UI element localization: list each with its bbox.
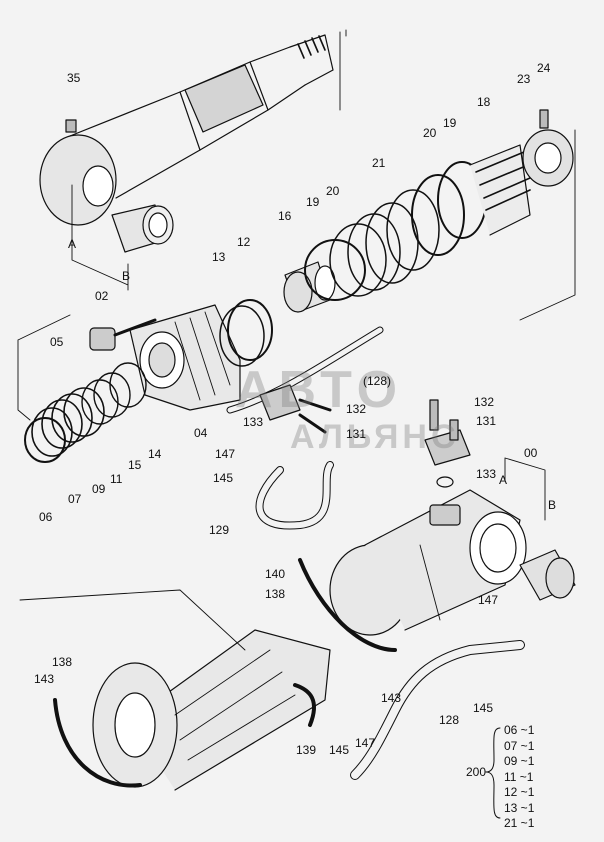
label-a: A [68, 237, 77, 251]
label-02: 02 [95, 289, 109, 303]
label-15: 15 [128, 458, 142, 472]
label-145b: 145 [473, 701, 494, 715]
cylinder-tube [329, 489, 527, 636]
fitting-block [259, 384, 471, 488]
kit-list: 06 ~1 07 ~1 09 ~1 11 ~1 12 ~1 13 ~1 21 ~… [504, 723, 534, 832]
label-20: 20 [326, 184, 340, 198]
kit-item: 21 ~1 [504, 816, 535, 830]
label-24: 24 [537, 61, 551, 75]
leader-left [17, 314, 71, 421]
label-133b: 133 [476, 467, 497, 481]
label-200: 200 [466, 765, 487, 779]
label-b2: B [548, 498, 557, 512]
label-129: 129 [209, 523, 230, 537]
label-09: 09 [92, 482, 106, 496]
label-143b: 143 [381, 691, 402, 705]
label-147: 147 [215, 447, 236, 461]
label-06: 06 [39, 510, 53, 524]
kit-item: 11 ~1 [504, 769, 534, 784]
piston-assembly-top [283, 109, 574, 313]
kit-item: 13 ~1 [504, 800, 535, 815]
label-21: 21 [372, 156, 386, 170]
label-131b: 131 [476, 414, 497, 428]
label-12: 12 [237, 235, 251, 249]
label-a2: A [499, 473, 508, 487]
label-132b: 132 [474, 395, 495, 409]
clamp-140 [298, 558, 397, 652]
label-00: 00 [524, 446, 538, 460]
label-139: 139 [296, 743, 317, 757]
kit-item: 06 ~1 [504, 723, 535, 737]
seal-12 [227, 299, 273, 361]
label-138: 138 [265, 587, 286, 601]
label-18: 18 [477, 95, 491, 109]
clamp-139 [293, 683, 316, 727]
piston-rod [39, 34, 334, 226]
label-b: B [122, 269, 131, 283]
leader-bottom [19, 589, 246, 651]
cylinder-head [89, 304, 241, 411]
label-128-top: (128) [363, 374, 392, 388]
kit-item: 09 ~1 [504, 754, 535, 768]
watermark-line1: АВТО [235, 361, 404, 419]
seal-13 [219, 305, 265, 367]
label-16: 16 [278, 209, 292, 223]
kit-item: 07 ~1 [504, 738, 535, 753]
watermark-line2: АЛЬЯНС [290, 418, 460, 456]
label-145c: 145 [329, 743, 350, 757]
label-138b: 138 [52, 655, 73, 669]
label-147b: 147 [478, 593, 499, 607]
label-20b: 20 [423, 126, 437, 140]
label-14: 14 [148, 447, 162, 461]
leader-right [339, 29, 576, 321]
bracket-00 [504, 457, 546, 521]
label-128-bottom: 128 [439, 713, 460, 727]
label-13: 13 [212, 250, 226, 264]
label-19: 19 [306, 195, 320, 209]
kit-brace [485, 727, 501, 819]
bracket-02 [71, 184, 129, 291]
clamp-138-left [53, 698, 142, 788]
label-131: 131 [346, 427, 367, 441]
tube-bushing [519, 549, 576, 601]
seal-stack-left [24, 362, 147, 463]
rod-bushing [111, 204, 174, 253]
label-35: 35 [67, 71, 81, 85]
label-07: 07 [68, 492, 82, 506]
label-133: 133 [243, 415, 264, 429]
label-04: 04 [194, 426, 208, 440]
label-19b: 19 [443, 116, 457, 130]
kit-item: 12 ~1 [504, 785, 535, 799]
label-132: 132 [346, 402, 367, 416]
label-05: 05 [50, 335, 64, 349]
label-140: 140 [265, 567, 286, 581]
label-23: 23 [517, 72, 531, 86]
label-143: 143 [34, 672, 55, 686]
label-11: 11 [110, 472, 123, 486]
label-145: 145 [213, 471, 234, 485]
bottom-cylinder [92, 629, 331, 791]
label-147c: 147 [355, 736, 376, 750]
